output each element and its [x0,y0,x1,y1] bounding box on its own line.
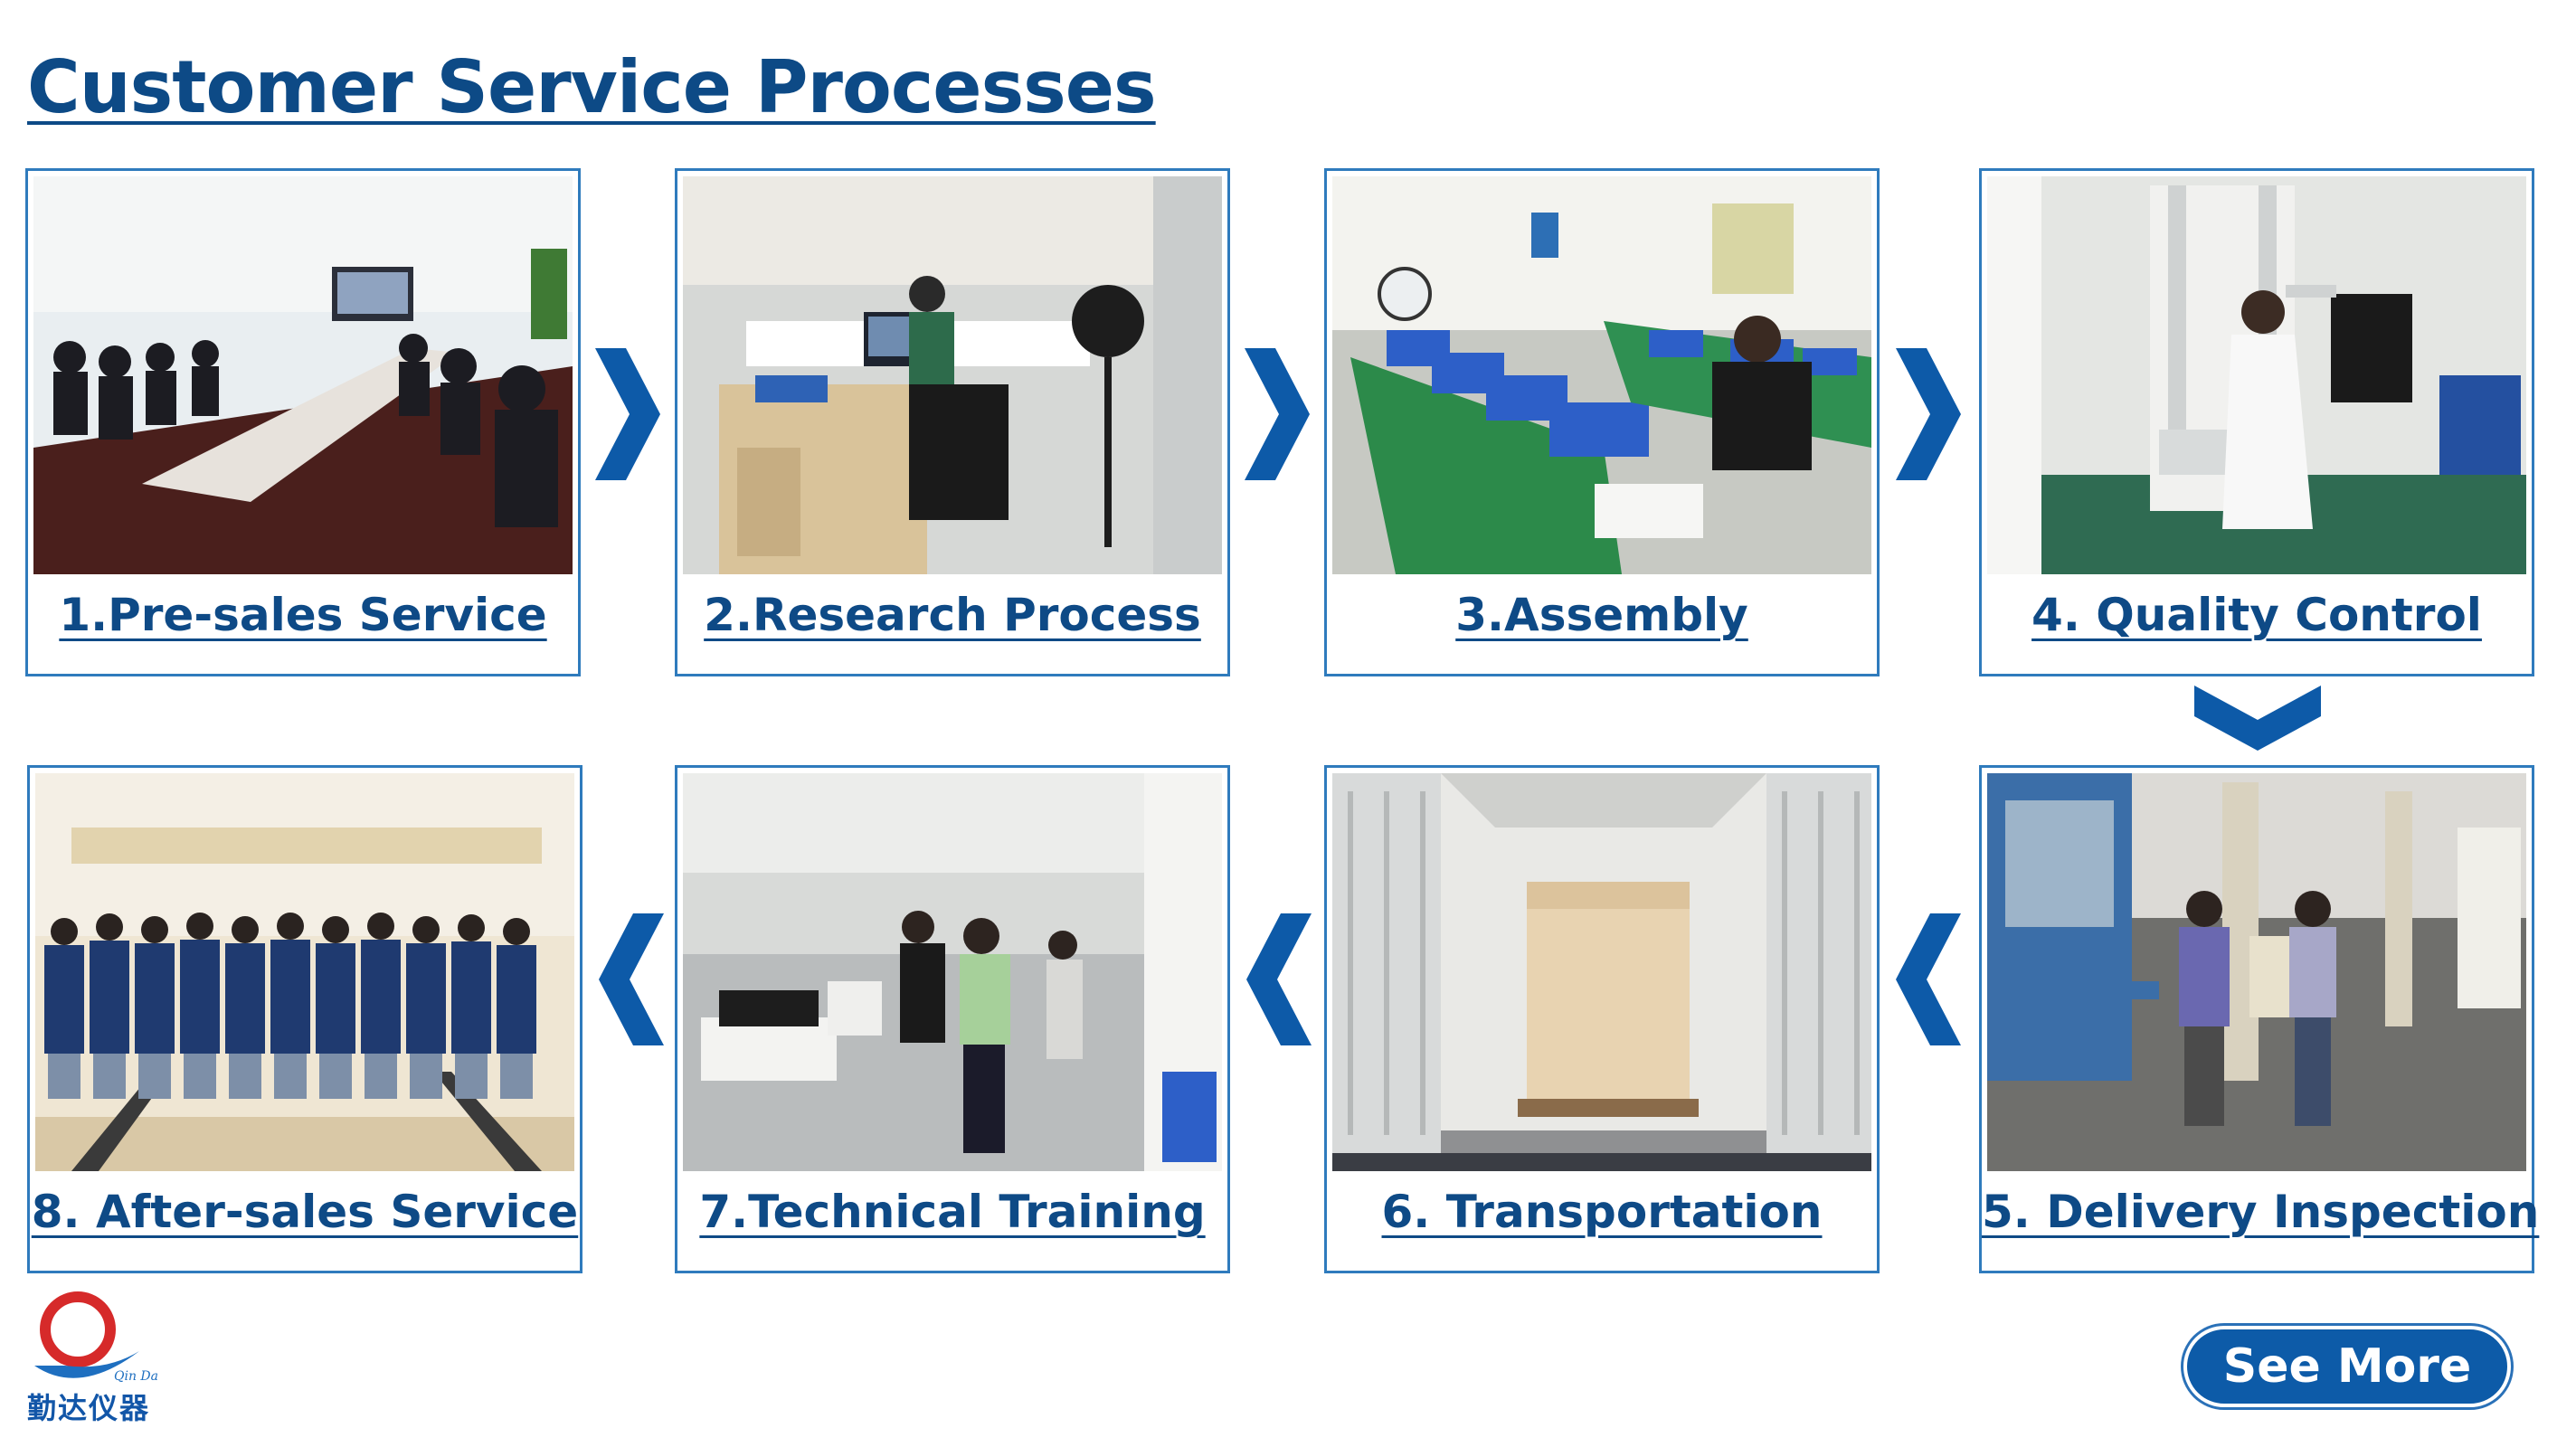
assembly-photo [1332,176,1871,574]
step-caption: 3.Assembly [1455,589,1748,641]
step-caption: 6. Transportation [1381,1186,1823,1238]
step-caption: 4. Quality Control [2031,589,2482,641]
step-card-quality-control[interactable]: 4. Quality Control [1979,168,2534,676]
chevron-left-icon [1245,913,1313,1045]
step-card-assembly[interactable]: 3.Assembly [1324,168,1880,676]
chevron-left-icon [1894,913,1963,1045]
step-caption: 8. After-sales Service [31,1186,579,1238]
company-name: 勤达仪器 [27,1391,151,1425]
step-caption: 2.Research Process [704,589,1201,641]
step-card-technical-training[interactable]: 7.Technical Training [675,765,1230,1273]
research-photo [683,176,1222,574]
chevron-right-icon [593,348,662,480]
step-card-pre-sales[interactable]: 1.Pre-sales Service [25,168,581,676]
pre-sales-photo [33,176,573,574]
step-caption: 1.Pre-sales Service [59,589,547,641]
after-sales-photo [35,773,574,1171]
chevron-right-icon [1243,348,1312,480]
step-caption: 7.Technical Training [699,1186,1206,1238]
company-logo: Qin Da [25,1282,170,1427]
transportation-photo [1332,773,1871,1171]
step-card-transportation[interactable]: 6. Transportation [1324,765,1880,1273]
step-card-after-sales[interactable]: 8. After-sales Service [27,765,582,1273]
chevron-right-icon [1894,348,1963,480]
page-title: Customer Service Processes [27,45,1157,129]
technical-training-photo [683,773,1222,1171]
logo-mark-text: Qin Da [114,1369,158,1384]
see-more-button[interactable]: See More [2183,1326,2511,1407]
chevron-left-icon [597,913,666,1045]
step-caption: 5. Delivery Inspection [1982,1186,2540,1238]
chevron-down-icon [2194,684,2321,752]
quality-control-photo [1987,176,2526,574]
delivery-inspection-photo [1987,773,2526,1171]
step-card-research[interactable]: 2.Research Process [675,168,1230,676]
step-card-delivery-inspection[interactable]: 5. Delivery Inspection [1979,765,2540,1273]
